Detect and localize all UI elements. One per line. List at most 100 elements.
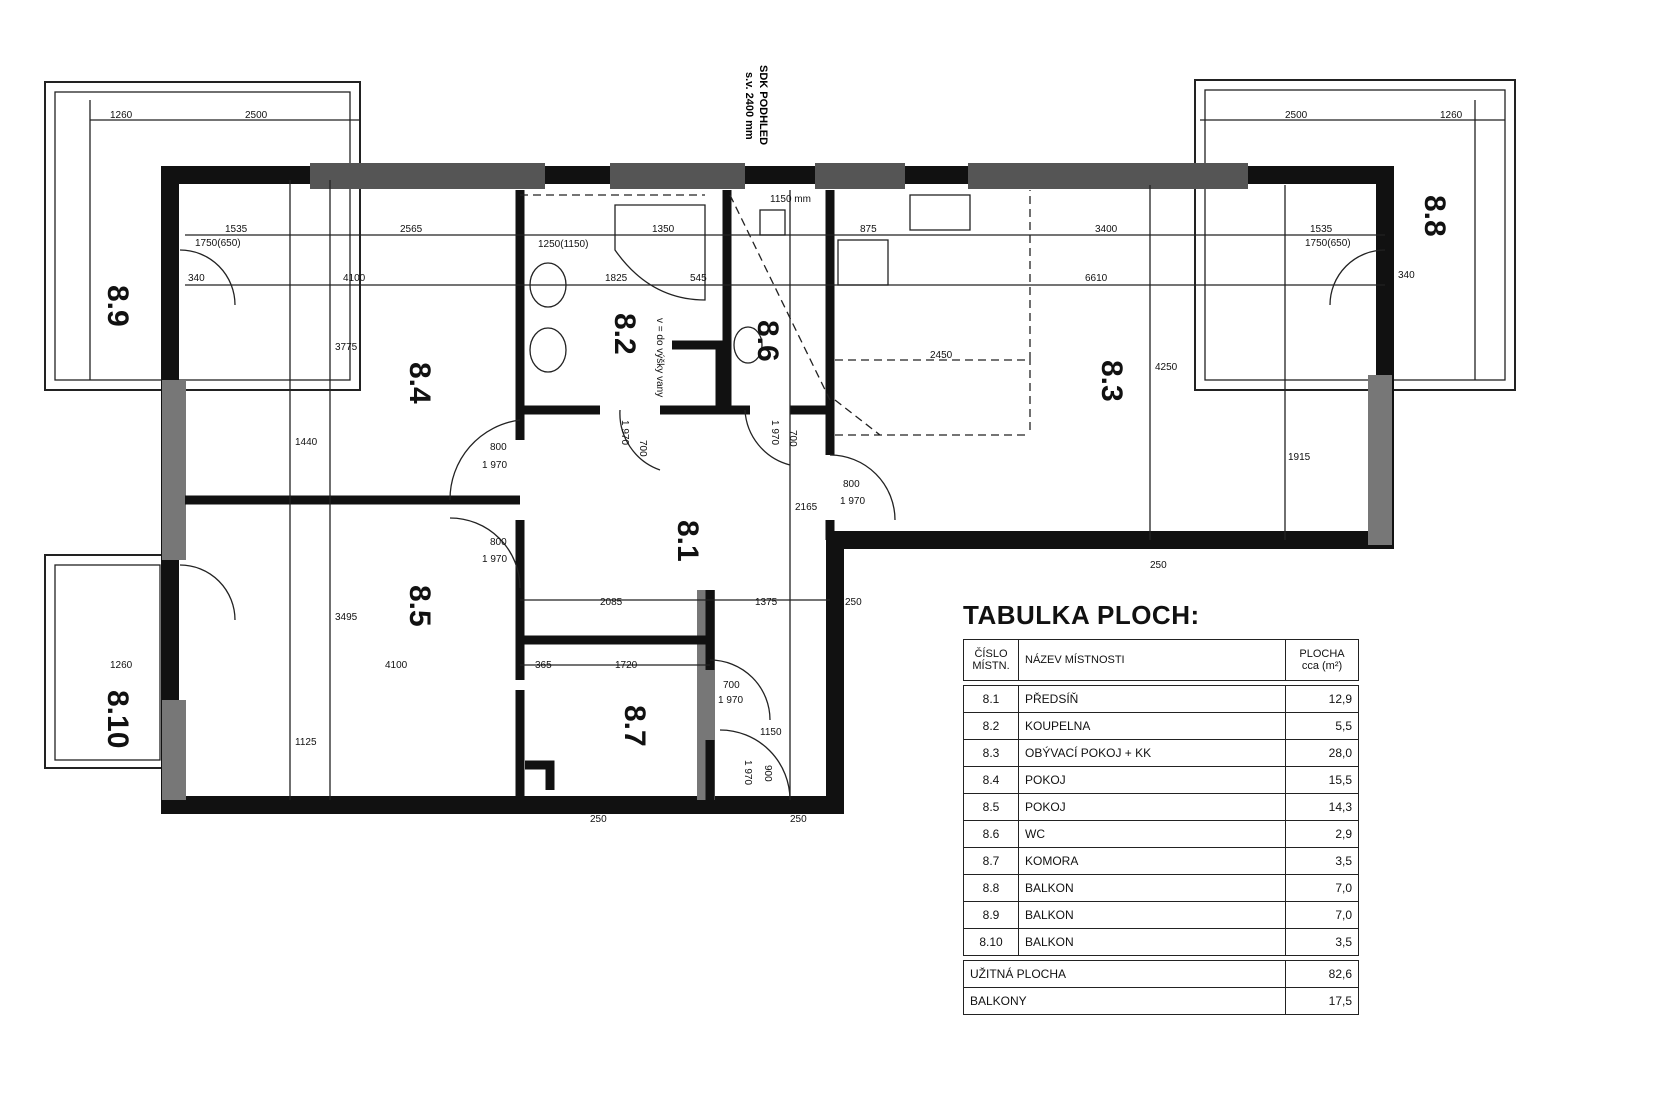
dim-label: 3775 bbox=[335, 342, 358, 353]
dim-label: 700 bbox=[787, 430, 798, 447]
dim-label: 1 970 bbox=[482, 460, 507, 471]
room-area: 12,9 bbox=[1285, 685, 1359, 713]
room-area: 7,0 bbox=[1285, 901, 1359, 929]
dim-label: 4100 bbox=[385, 660, 408, 671]
dim-label: 3495 bbox=[335, 612, 358, 623]
total-area: 82,6 bbox=[1285, 960, 1359, 988]
header-number: ČÍSLO MÍSTN. bbox=[963, 639, 1019, 681]
room-number: 8.4 bbox=[963, 766, 1019, 794]
room-name: POKOJ bbox=[1018, 793, 1286, 821]
dim-label: 1 970 bbox=[769, 420, 780, 445]
dim-label: 3400 bbox=[1095, 224, 1118, 235]
room-labels: 8.1 8.2 8.3 8.4 8.5 8.6 8.7 8.8 8.9 8.10 bbox=[101, 195, 1451, 748]
dim-label: 1535 bbox=[1310, 224, 1333, 235]
total-label: UŽITNÁ PLOCHA bbox=[963, 960, 1286, 988]
room-area: 5,5 bbox=[1285, 712, 1359, 740]
room-area: 14,3 bbox=[1285, 793, 1359, 821]
dim-label: 4250 bbox=[1155, 362, 1178, 373]
room-name: WC bbox=[1018, 820, 1286, 848]
dimension-labels: 1260 2500 1535 2565 1750(650) 4100 340 3… bbox=[110, 110, 1463, 825]
room-name: KOUPELNA bbox=[1018, 712, 1286, 740]
dim-label: 1260 bbox=[110, 660, 133, 671]
dimension-lines bbox=[89, 100, 1505, 800]
ceiling-note-line: SDK PODHLED bbox=[757, 65, 769, 145]
dim-label: 700 bbox=[637, 440, 648, 457]
room-name: OBÝVACÍ POKOJ + KK bbox=[1018, 739, 1286, 767]
table-header-row: ČÍSLO MÍSTN. NÁZEV MÍSTNOSTI PLOCHA cca … bbox=[963, 639, 1359, 681]
room-number: 8.10 bbox=[963, 928, 1019, 956]
dim-label: 2565 bbox=[400, 224, 423, 235]
ceiling-note: SDK PODHLED s.v. 2400 mm bbox=[743, 65, 769, 145]
dim-label: 1 970 bbox=[742, 760, 753, 785]
dim-label: 2500 bbox=[245, 110, 268, 121]
room-name: KOMORA bbox=[1018, 847, 1286, 875]
dim-label: 2500 bbox=[1285, 110, 1308, 121]
dim-label: 1125 bbox=[295, 737, 317, 748]
room-name: BALKON bbox=[1018, 901, 1286, 929]
room-label-8-8: 8.8 bbox=[1418, 195, 1451, 237]
dim-label: 1720 bbox=[615, 660, 638, 671]
total-area: 17,5 bbox=[1285, 987, 1359, 1015]
dim-label: 1440 bbox=[295, 437, 318, 448]
dim-label: 1 970 bbox=[840, 496, 865, 507]
room-name: BALKON bbox=[1018, 874, 1286, 902]
dim-label: 340 bbox=[1398, 270, 1415, 281]
room-area: 7,0 bbox=[1285, 874, 1359, 902]
room-number: 8.6 bbox=[963, 820, 1019, 848]
dim-label: 1350 bbox=[652, 224, 675, 235]
dim-label: 2085 bbox=[600, 597, 623, 608]
room-label-8-2: 8.2 bbox=[608, 313, 641, 355]
room-number: 8.1 bbox=[963, 685, 1019, 713]
dim-label: 6610 bbox=[1085, 273, 1108, 284]
room-name: POKOJ bbox=[1018, 766, 1286, 794]
room-label-8-5: 8.5 bbox=[403, 585, 436, 627]
door-swings bbox=[179, 249, 1386, 801]
dim-label: 2450 bbox=[930, 350, 953, 361]
area-table-title: TABULKA PLOCH: bbox=[963, 600, 1200, 630]
fixtures bbox=[520, 190, 1031, 436]
dim-label: 1535 bbox=[225, 224, 248, 235]
dim-label: 2165 bbox=[795, 502, 818, 513]
room-number: 8.7 bbox=[963, 847, 1019, 875]
dim-label: 1260 bbox=[1440, 110, 1463, 121]
dim-label: 875 bbox=[860, 224, 877, 235]
room-number: 8.2 bbox=[963, 712, 1019, 740]
dim-label: 250 bbox=[790, 814, 807, 825]
dim-label: 1250(1150) bbox=[538, 239, 588, 250]
dim-label: 250 bbox=[845, 597, 862, 608]
room-number: 8.5 bbox=[963, 793, 1019, 821]
room-area: 15,5 bbox=[1285, 766, 1359, 794]
room-area: 28,0 bbox=[1285, 739, 1359, 767]
room-label-8-1: 8.1 bbox=[671, 520, 704, 562]
dim-label: 340 bbox=[188, 273, 205, 284]
dim-label: 800 bbox=[843, 479, 860, 490]
dim-label: 250 bbox=[590, 814, 607, 825]
room-number: 8.3 bbox=[963, 739, 1019, 767]
room-name: PŘEDSÍŇ bbox=[1018, 685, 1286, 713]
room-area: 3,5 bbox=[1285, 847, 1359, 875]
dim-label: 1750(650) bbox=[1305, 238, 1351, 249]
dim-label: 1750(650) bbox=[195, 238, 241, 249]
header-area: PLOCHA cca (m²) bbox=[1285, 639, 1359, 681]
dim-label: 4100 bbox=[343, 273, 366, 284]
room-area: 3,5 bbox=[1285, 928, 1359, 956]
dim-label: 1260 bbox=[110, 110, 133, 121]
dim-label: 365 bbox=[535, 660, 552, 671]
dim-label: v = do výšky vany bbox=[654, 318, 665, 397]
dim-label: 1150 bbox=[760, 727, 782, 738]
room-number: 8.9 bbox=[963, 901, 1019, 929]
ceiling-note-line: s.v. 2400 mm bbox=[743, 72, 755, 140]
room-label-8-10: 8.10 bbox=[101, 690, 134, 748]
balcony-outlines bbox=[44, 79, 1516, 769]
dim-label: 800 bbox=[490, 537, 507, 548]
